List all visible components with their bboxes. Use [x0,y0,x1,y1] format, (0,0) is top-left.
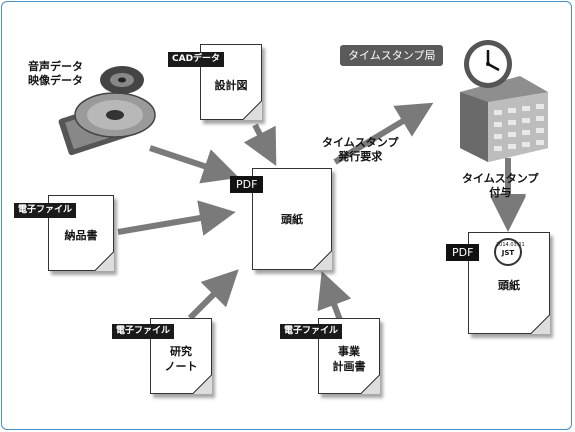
seal-text: JST [496,249,520,257]
arrow-cad-to-pdf [255,125,268,150]
clock-icon [464,40,512,88]
result-doc-label: 頭紙 [468,278,550,293]
attach-label: タイムスタンプ 付与 [462,172,538,200]
request-label: タイムスタンプ 発行要求 [322,136,398,164]
timestamp-seal-icon: 2014.03.01 JST [494,238,522,266]
arrow-invoice-to-pdf [118,215,218,232]
seal-date: 2014.03.01 [496,242,520,249]
page-fold [242,100,262,120]
notebook-label-line2: ノート [150,359,212,374]
page-fold [530,314,550,334]
media-label: 音声データ 映像データ [28,60,83,88]
notebook-label-line1: 研究 [150,344,212,359]
request-label-line1: タイムスタンプ [322,136,398,150]
plan-label-line2: 計画書 [318,359,380,374]
arrow-media-to-pdf [150,148,222,172]
notebook-label: 研究 ノート [150,344,212,374]
plan-label-line1: 事業 [318,344,380,359]
authority-building-icon [460,76,548,162]
arrow-plan-to-pdf [328,288,340,320]
invoice-tag: 電子ファイル [14,203,76,218]
attach-label-line2: 付与 [462,186,538,200]
request-label-line2: 発行要求 [322,150,398,164]
cad-tag: CADデータ [168,52,224,67]
result-pdf-badge: PDF [446,244,479,261]
plan-tag: 電子ファイル [280,324,342,339]
media-label-line1: 音声データ [28,60,83,74]
center-pdf-badge: PDF [230,176,263,193]
notebook-tag: 電子ファイル [112,324,174,339]
plan-label: 事業 計画書 [318,344,380,374]
page-fold [192,374,212,394]
authority-label: タイムスタンプ局 [340,45,443,66]
page-fold [360,374,380,394]
cad-label: 設計図 [200,78,262,93]
page-fold [312,250,332,270]
media-label-line2: 映像データ [28,74,83,88]
attach-label-line1: タイムスタンプ [462,172,538,186]
invoice-label: 納品書 [48,228,114,243]
arrow-notebook-to-pdf [190,282,226,318]
center-doc-label: 頭紙 [252,212,332,227]
page-fold [94,251,114,271]
